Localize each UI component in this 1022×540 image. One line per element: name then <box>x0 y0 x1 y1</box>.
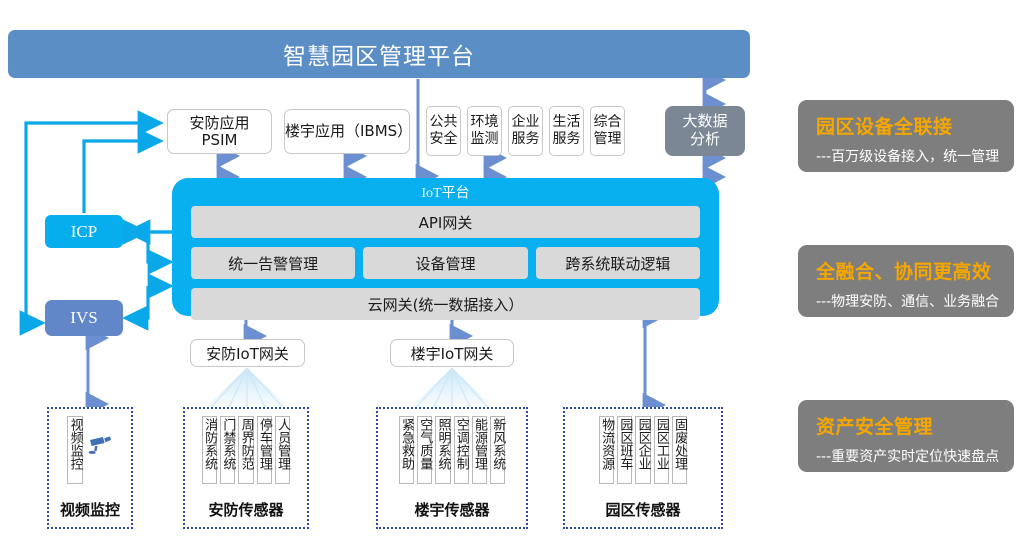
sensor-item-enterprise[interactable]: 园区企业 <box>635 416 651 484</box>
iot-api-gateway-bar[interactable]: API网关 <box>191 206 700 238</box>
iot-service-crosslink[interactable]: 跨系统联动逻辑 <box>535 247 700 279</box>
iot-service-alarm-label: 统一告警管理 <box>228 254 319 273</box>
sensor-group-video-caption: 视频监控 <box>59 501 120 519</box>
mini-0-label: 公共 安全 <box>430 114 458 147</box>
node-ivs[interactable]: IVS <box>45 300 123 336</box>
mini-2-label: 企业 服务 <box>512 114 540 147</box>
highlight-panel-connectivity: 园区设备全联接 ---百万级设备接入，统一管理 <box>798 100 1014 172</box>
sensor-row-building: 新风系统 能源管理 空调控制 照明系统 空气质量 紧急救助 <box>398 416 506 495</box>
connector-icp-iot <box>146 232 174 275</box>
platform-title-banner: 智慧园区管理平台 <box>8 30 750 78</box>
sensor-item-emergency[interactable]: 紧急救助 <box>398 416 414 484</box>
sensor-item-air-quality[interactable]: 空气质量 <box>417 416 433 484</box>
sensor-group-building: 新风系统 能源管理 空调控制 照明系统 空气质量 紧急救助 楼宇传感器 <box>376 407 528 529</box>
iot-cloud-gateway-bar[interactable]: 云网关(统一数据接入） <box>191 288 700 320</box>
mini-3-line1: 生活 <box>552 114 581 131</box>
iot-cloud-gateway-label: 云网关(统一数据接入） <box>367 295 524 314</box>
iot-platform-title: IoT平台 <box>421 186 470 201</box>
sensor-group-park: 固废处理 园区工业 园区企业 园区班车 物流资源 园区传感器 <box>563 407 723 529</box>
highlight-0-title: 园区设备全联接 <box>816 116 953 138</box>
highlight-panel-convergence: 全融合、协同更高效 ---物理安防、通信、业务融合 <box>798 245 1014 317</box>
sensor-row-security: 人员管理 停车管理 周界防范 门禁系统 消防系统 <box>201 416 291 495</box>
node-icp[interactable]: ICP <box>45 215 123 248</box>
icp-label: ICP <box>70 221 98 241</box>
iot-service-row: 统一告警管理 设备管理 跨系统联动逻辑 <box>191 247 700 279</box>
iot-service-device-label: 设备管理 <box>415 254 476 273</box>
app-ibms-label: 楼宇应用（IBMS） <box>285 122 413 141</box>
app-box-psim[interactable]: 安防应用 PSIM <box>167 109 272 154</box>
connector-iot-ivs <box>122 286 150 331</box>
sensor-item-logistics[interactable]: 物流资源 <box>598 416 615 484</box>
app-box-enterprise-service[interactable]: 企业 服务 <box>508 106 543 156</box>
big-data-analytics-box[interactable]: 大数据 分析 <box>665 106 745 156</box>
sensor-item-parking[interactable]: 停车管理 <box>256 416 272 484</box>
app-box-public-safety[interactable]: 公共 安全 <box>426 106 461 156</box>
mini-4-line2: 管理 <box>593 131 622 147</box>
connector-icp-psim <box>82 128 164 213</box>
app-box-environment-monitor[interactable]: 环境 监测 <box>467 106 502 156</box>
highlight-0-subtitle: ---百万级设备接入，统一管理 <box>816 149 1000 165</box>
app-box-integrated-management[interactable]: 综合 管理 <box>590 106 625 156</box>
iot-api-gateway-label: API网关 <box>418 213 473 232</box>
ivs-label: IVS <box>70 308 98 327</box>
gateway-building-iot[interactable]: 楼宇IoT网关 <box>390 339 514 367</box>
mini-1-line1: 环境 <box>470 114 499 131</box>
app-psim-line2: PSIM <box>201 130 238 149</box>
bigdata-line1: 大数据 <box>682 112 728 131</box>
bigdata-label: 大数据 分析 <box>682 112 728 148</box>
platform-title-text: 智慧园区管理平台 <box>283 44 475 70</box>
sensor-row-park: 固废处理 园区工业 园区企业 园区班车 物流资源 <box>598 416 688 495</box>
highlight-1-title: 全融合、协同更高效 <box>816 261 992 283</box>
sensor-item-access[interactable]: 门禁系统 <box>220 416 236 484</box>
mini-2-line2: 服务 <box>511 131 540 147</box>
sensor-item-solid-waste[interactable]: 固废处理 <box>671 416 688 484</box>
sensor-item-personnel[interactable]: 人员管理 <box>274 416 291 484</box>
sensor-item-shuttle[interactable]: 园区班车 <box>617 416 633 484</box>
gateway-security-label: 安防IoT网关 <box>206 344 289 363</box>
sensor-item-perimeter[interactable]: 周界防范 <box>238 416 254 484</box>
bigdata-line2: 分析 <box>689 130 720 148</box>
sensor-item-fresh-air[interactable]: 新风系统 <box>490 416 506 484</box>
highlight-1-subtitle: ---物理安防、通信、业务融合 <box>816 294 1000 310</box>
app-box-ibms[interactable]: 楼宇应用（IBMS） <box>284 109 413 154</box>
camera-icon <box>88 436 111 454</box>
app-box-life-service[interactable]: 生活 服务 <box>549 106 584 156</box>
sensor-group-building-caption: 楼宇传感器 <box>414 501 490 519</box>
video-group-inner: 视频监控 <box>67 416 112 495</box>
highlight-panel-asset-security: 资产安全管理 ---重要资产实时定位快速盘点 <box>798 400 1014 472</box>
gateway-building-label: 楼宇IoT网关 <box>410 344 494 363</box>
mini-0-line1: 公共 <box>429 114 458 131</box>
mini-1-label: 环境 监测 <box>471 114 499 147</box>
mini-0-line2: 安全 <box>429 131 458 147</box>
sensor-item-lighting[interactable]: 照明系统 <box>435 416 451 484</box>
mini-1-line2: 监测 <box>470 131 499 147</box>
mini-4-line1: 综合 <box>593 114 622 131</box>
iot-service-crosslink-label: 跨系统联动逻辑 <box>565 254 671 273</box>
iot-service-alarm[interactable]: 统一告警管理 <box>191 247 356 279</box>
mini-2-line1: 企业 <box>511 114 540 131</box>
app-psim-label: 安防应用 PSIM <box>189 113 250 149</box>
sensor-item-energy[interactable]: 能源管理 <box>471 416 487 484</box>
sensor-item-video-monitor[interactable]: 视频监控 <box>67 416 83 484</box>
sensor-item-industry[interactable]: 园区工业 <box>653 416 669 484</box>
mini-3-label: 生活 服务 <box>553 114 581 147</box>
sensor-group-security: 人员管理 停车管理 周界防范 门禁系统 消防系统 安防传感器 <box>183 407 309 529</box>
sensor-group-park-caption: 园区传感器 <box>605 501 681 519</box>
iot-platform-block: IoT平台 API网关 统一告警管理 设备管理 跨系统联动逻辑 云网关(统一数据… <box>172 178 719 320</box>
sensor-item-fire[interactable]: 消防系统 <box>201 416 218 484</box>
mini-4-label: 综合 管理 <box>594 114 622 147</box>
sensor-group-video: 视频监控 视频监控 <box>47 407 133 529</box>
highlight-2-title: 资产安全管理 <box>816 416 934 438</box>
sensor-item-hvac[interactable]: 空调控制 <box>453 416 469 484</box>
gateway-security-iot[interactable]: 安防IoT网关 <box>190 339 305 367</box>
app-psim-line1: 安防应用 <box>189 113 250 132</box>
sensor-group-security-caption: 安防传感器 <box>208 501 284 519</box>
mini-3-line2: 服务 <box>552 131 581 147</box>
highlight-2-subtitle: ---重要资产实时定位快速盘点 <box>816 449 1000 465</box>
iot-service-device[interactable]: 设备管理 <box>363 247 528 279</box>
